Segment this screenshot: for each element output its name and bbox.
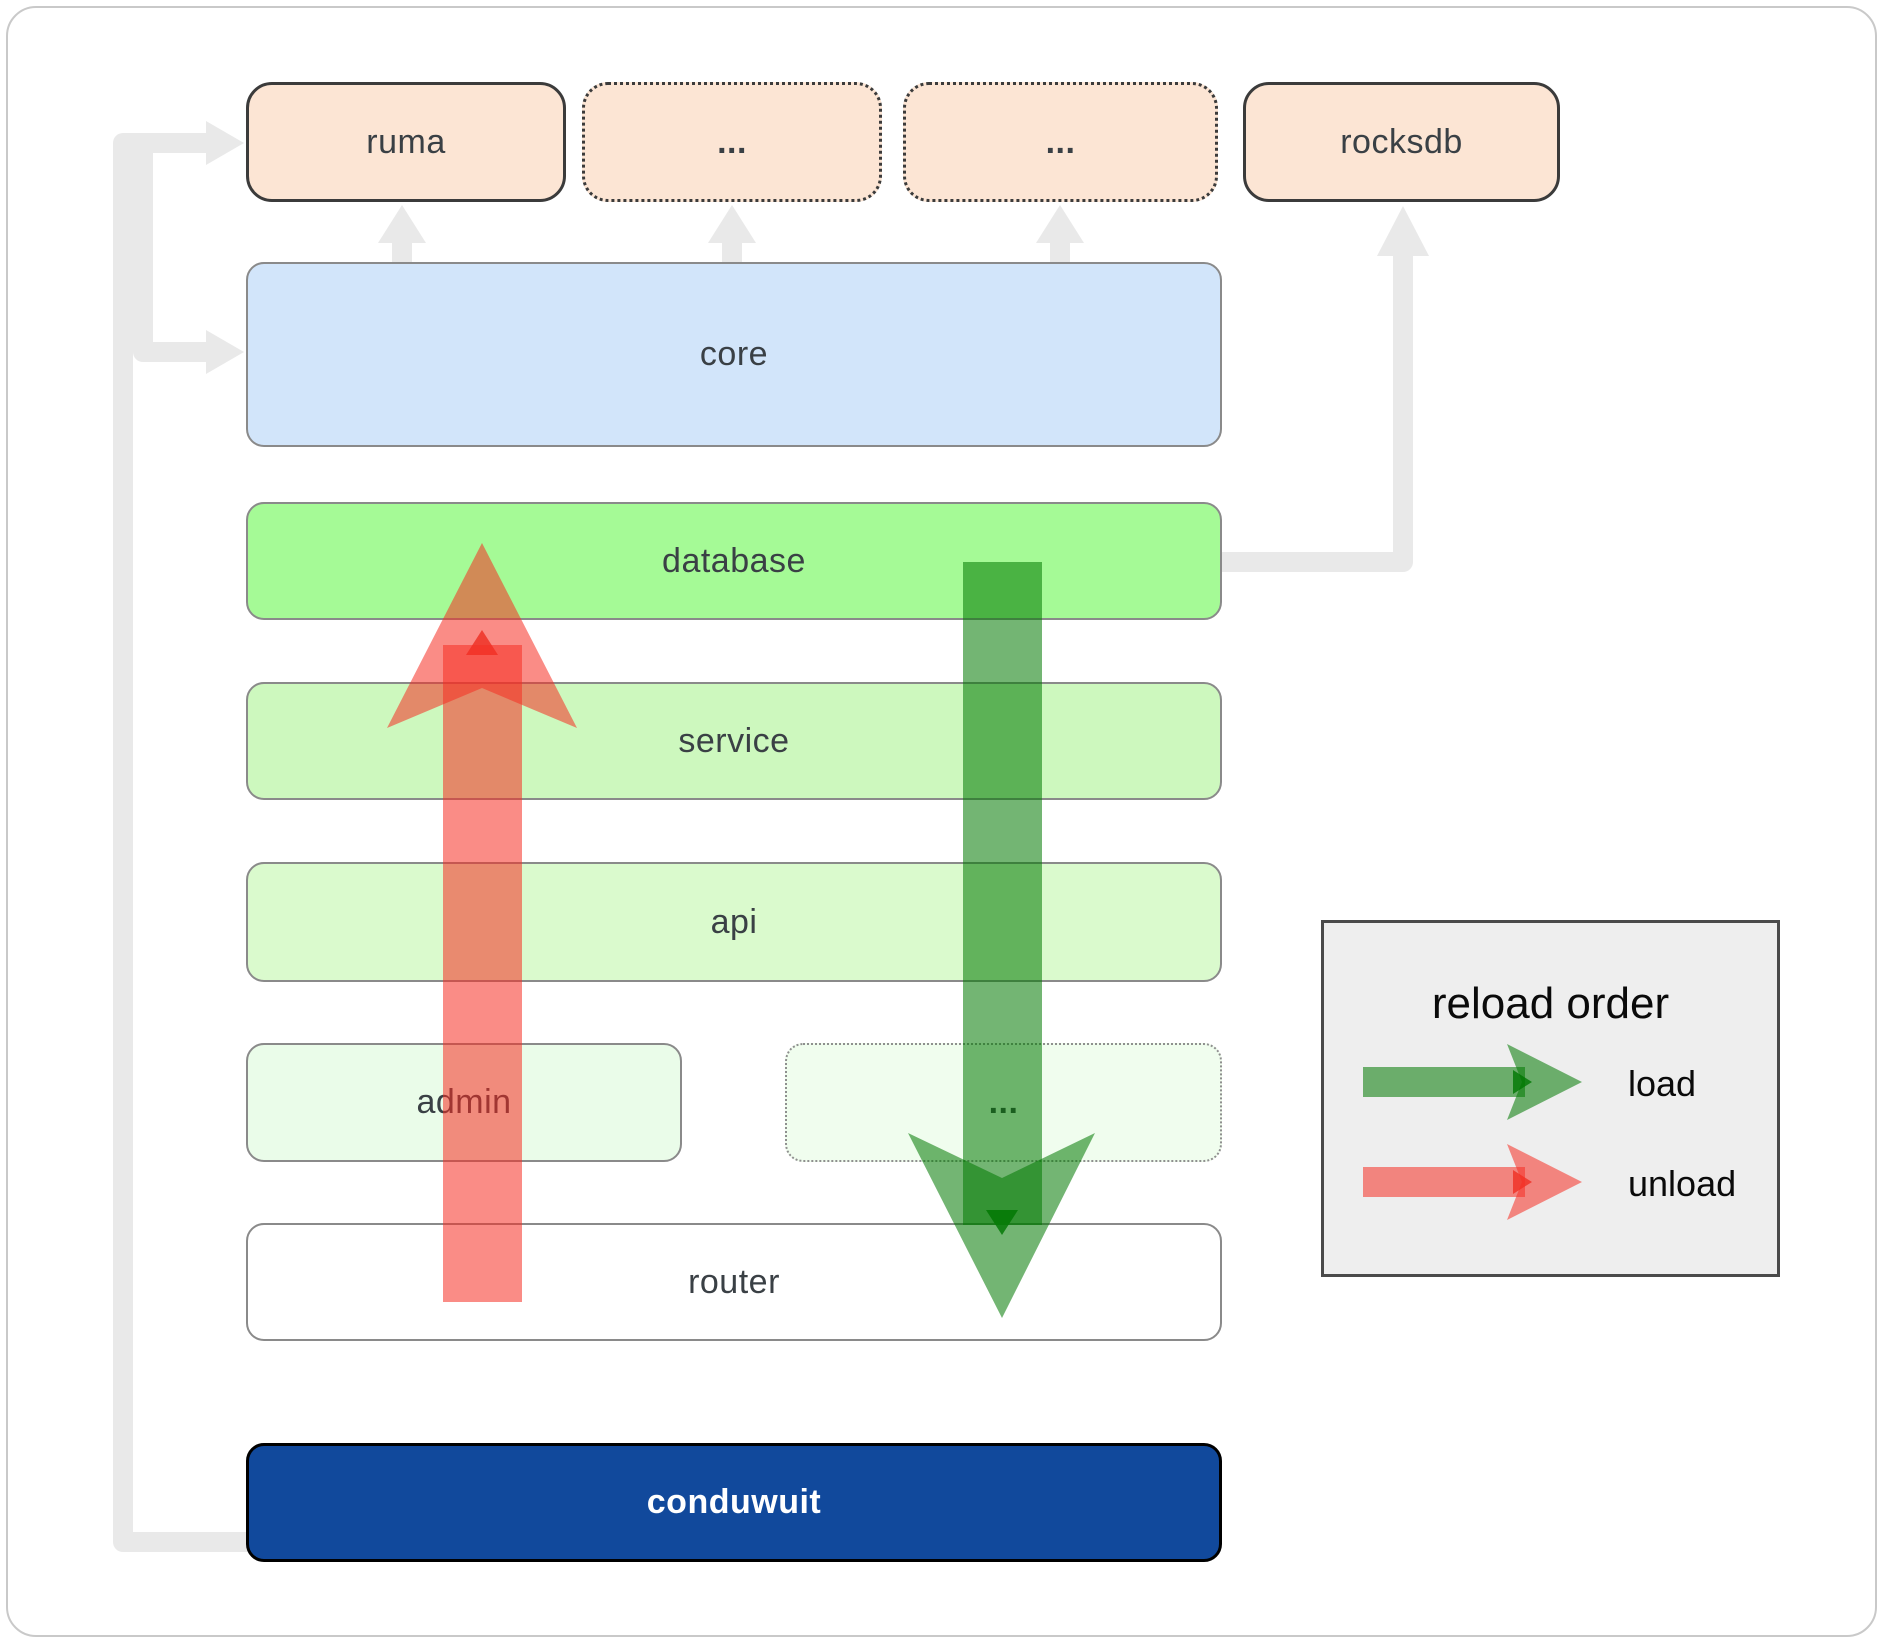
node-ellipsis-top-2: ... [903, 82, 1218, 202]
node-ellipsis-top-2-label: ... [1045, 122, 1076, 161]
node-conduwuit-label: conduwuit [646, 1483, 822, 1521]
node-rocksdb-label: rocksdb [1340, 122, 1463, 161]
legend-unload-arrow-icon [1363, 1144, 1582, 1220]
node-database: database [246, 502, 1222, 620]
node-ellipsis-top-1-label: ... [717, 122, 747, 161]
node-rocksdb: rocksdb [1243, 82, 1560, 202]
node-api-label: api [710, 902, 758, 941]
node-core-label: core [699, 335, 769, 373]
legend-title: reload order [1431, 979, 1670, 1028]
unload-arrow-up [387, 543, 577, 1302]
legend-unload-arrowhead [1507, 1144, 1582, 1220]
node-database-label: database [662, 541, 806, 580]
load-arrow-shaft [963, 562, 1042, 1225]
connector-database-to-rocksdb [1222, 252, 1413, 572]
node-ellipsis-top-1: ... [582, 82, 882, 202]
unload-arrowhead-icon [387, 543, 577, 728]
legend-unload-arrow-shaft [1363, 1167, 1525, 1197]
node-service-label: service [678, 721, 790, 760]
arrowhead-core-to-ellipsis-1 [708, 205, 756, 243]
load-arrowhead-icon [908, 1133, 1095, 1318]
node-ruma-label: ruma [366, 122, 446, 161]
connector-conduwuit-to-ruma [113, 133, 247, 1552]
legend-load-arrowhead [1507, 1044, 1582, 1120]
arrowhead-into-ruma [206, 121, 244, 165]
connector-conduwuit-to-core [133, 150, 206, 362]
unload-arrow-shaft [443, 645, 522, 1302]
node-core: core [246, 262, 1222, 447]
legend-load-label: load [1628, 1063, 1697, 1104]
node-api: api [246, 862, 1222, 982]
node-ruma: ruma [246, 82, 566, 202]
node-router-label: router [688, 1262, 780, 1301]
arrowhead-core-to-ruma [378, 205, 426, 243]
arrowhead-into-rocksdb [1377, 206, 1429, 256]
node-conduwuit: conduwuit [246, 1443, 1222, 1562]
legend-unload-label: unload [1628, 1163, 1737, 1204]
arrowhead-core-to-ellipsis-2 [1036, 205, 1084, 243]
arrowhead-into-core [206, 330, 244, 374]
legend-load-arrow-icon [1363, 1044, 1582, 1120]
load-arrow-down [908, 562, 1095, 1318]
node-router: router [246, 1223, 1222, 1341]
legend-reload-order: reload order load unload [1321, 920, 1780, 1277]
legend-load-arrow-shaft [1363, 1067, 1525, 1097]
